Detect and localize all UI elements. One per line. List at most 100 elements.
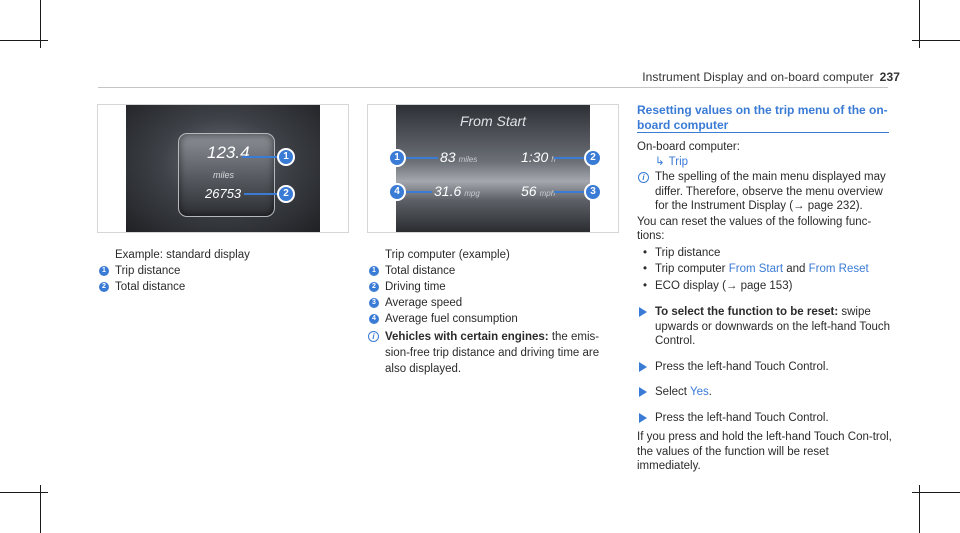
- header-rule: [98, 87, 888, 88]
- yes-option[interactable]: Yes: [689, 386, 709, 398]
- step-item: Select Yes.: [637, 385, 892, 400]
- callout-3: 3: [584, 183, 602, 201]
- from-start-title: From Start: [459, 113, 527, 129]
- figure2-caption: Trip computer (example): [385, 249, 510, 261]
- legend-item: 4 Average fuel consumption: [367, 311, 619, 327]
- info-icon: i: [368, 331, 379, 342]
- time-value: 1:30: [521, 149, 549, 165]
- header-section: Instrument Display and on-board computer: [642, 70, 874, 84]
- legend-number: 1: [99, 266, 109, 276]
- total-value: 26753: [205, 186, 242, 201]
- bullet-text: ECO display (→ page 153): [655, 279, 793, 292]
- step-item: Press the left-hand Touch Control.: [637, 360, 892, 375]
- from-start-link[interactable]: From Start: [728, 263, 784, 275]
- trip-value: 123.4: [207, 143, 250, 162]
- callout-2: 2: [584, 149, 602, 167]
- legend-number: 4: [369, 314, 379, 324]
- note-bold: Vehicles with certain engines:: [385, 331, 549, 343]
- consumption-value: 31.6: [434, 183, 462, 199]
- bullet-item: ECO display (→ page 153): [637, 279, 892, 294]
- callout-1: 1: [277, 148, 295, 166]
- legend-number: 1: [369, 266, 379, 276]
- bullet-text: Trip distance: [655, 246, 721, 259]
- menu-path-label[interactable]: Trip: [668, 155, 689, 168]
- figure-standard-display: 123.4 miles 26753 1 2: [97, 104, 349, 233]
- consumption-unit: mpg: [464, 189, 480, 198]
- callout-4: 4: [388, 183, 406, 201]
- reset-intro: You can reset the values of the followin…: [637, 215, 872, 243]
- bullet-text: Trip computer: [655, 263, 729, 275]
- legend-label: Driving time: [385, 281, 446, 293]
- callout-line: [404, 157, 438, 159]
- crop-mark: [0, 492, 48, 493]
- section-title: Resetting values on the trip menu of the…: [637, 103, 888, 132]
- info-icon: i: [638, 172, 649, 183]
- crop-mark: [912, 492, 960, 493]
- legend-label: Trip distance: [115, 265, 181, 277]
- spelling-note: i The spelling of the main menu displaye…: [637, 170, 892, 214]
- distance-unit: miles: [458, 155, 478, 164]
- step-text: swipe upwards or downwards on the left-h…: [655, 306, 891, 347]
- legend-number: 2: [99, 282, 109, 292]
- legend-label: Average speed: [385, 297, 463, 309]
- step-text: .: [708, 386, 712, 398]
- odometer-gauge: 123.4 miles 26753: [178, 133, 275, 217]
- time-unit: h: [551, 155, 556, 164]
- speed-unit: mph: [539, 189, 556, 198]
- step-text: Press the left-hand Touch Control.: [655, 360, 829, 373]
- legend-number: 2: [369, 282, 379, 292]
- engine-note: i Vehicles with certain engines: the emi…: [367, 329, 619, 377]
- crop-mark: [919, 0, 920, 48]
- bullet-item: Trip distance: [637, 246, 892, 261]
- distance-value: 83: [440, 149, 456, 165]
- callout-line: [404, 191, 432, 193]
- callout-line: [244, 193, 278, 195]
- legend-item: 2 Total distance: [97, 279, 347, 295]
- figure1-legend: Example: standard display 1 Trip distance…: [97, 247, 347, 295]
- section-rule: [637, 132, 889, 133]
- bullet-text: and: [783, 263, 809, 275]
- crop-mark: [40, 0, 41, 48]
- legend-item: 1 Trip distance: [97, 263, 347, 279]
- crop-mark: [912, 40, 960, 41]
- page-header: Instrument Display and on-board computer…: [642, 70, 900, 84]
- page-number: 237: [879, 70, 900, 84]
- legend-item: 1 Total distance: [367, 263, 619, 279]
- legend-label: Average fuel consumption: [385, 313, 518, 325]
- distance-unit: miles: [213, 170, 235, 180]
- crop-mark: [0, 40, 48, 41]
- crop-mark: [40, 485, 41, 533]
- note-text: the emis-sion-free trip distance and dri…: [385, 331, 600, 375]
- menu-intro: On-board computer:: [637, 141, 740, 153]
- step-arrow-icon: [639, 361, 647, 372]
- step-item: To select the function to be reset: swip…: [637, 305, 892, 349]
- step-text: Press the left-hand Touch Control.: [655, 411, 829, 424]
- callout-line: [242, 156, 278, 158]
- legend-item: 2 Driving time: [367, 279, 619, 295]
- section-body: On-board computer: ↳Trip i The spelling …: [637, 140, 892, 474]
- menu-path: ↳Trip: [637, 155, 892, 170]
- speed-value: 56: [521, 183, 537, 199]
- step-bold: To select the function to be reset:: [655, 306, 839, 318]
- figure1-caption: Example: standard display: [115, 249, 250, 261]
- legend-label: Total distance: [115, 281, 186, 293]
- step-text: Select: [655, 386, 690, 398]
- step-arrow-icon: [639, 412, 647, 423]
- menu-arrow-icon: ↳: [655, 155, 665, 168]
- callout-line: [554, 157, 584, 159]
- crop-mark: [919, 485, 920, 533]
- spelling-note-text: The spelling of the main menu displayed …: [655, 171, 886, 212]
- from-reset-link[interactable]: From Reset: [808, 263, 869, 275]
- legend-label: Total distance: [385, 265, 456, 277]
- bullet-item: Trip computer From Start and From Reset: [637, 262, 892, 277]
- callout-line: [554, 191, 584, 193]
- step-arrow-icon: [639, 307, 647, 317]
- closing-text: If you press and hold the left-hand Touc…: [637, 431, 892, 472]
